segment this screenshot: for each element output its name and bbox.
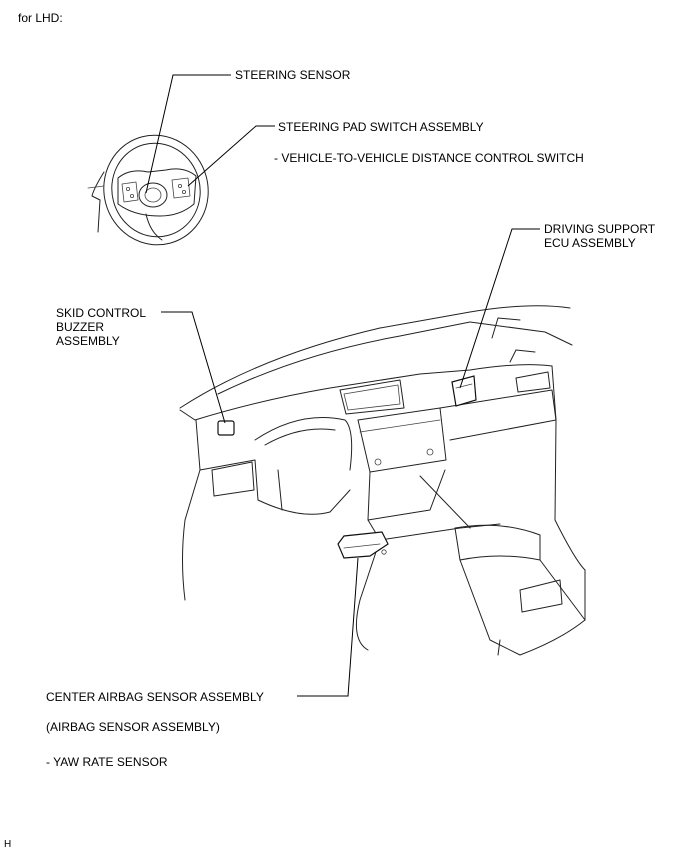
center-airbag-label: CENTER AIRBAG SENSOR ASSEMBLY <box>46 690 264 704</box>
region-note: for LHD: <box>18 11 63 25</box>
steering-wheel-drawing <box>87 134 209 246</box>
airbag-sensor-label: (AIRBAG SENSOR ASSEMBLY) <box>46 720 220 734</box>
driving-support-ecu-part <box>451 375 477 407</box>
skid-control-buzzer-part <box>217 420 235 436</box>
dashboard-drawing <box>179 305 586 656</box>
yaw-rate-label: - YAW RATE SENSOR <box>46 755 168 769</box>
corner-mark: H <box>4 839 12 850</box>
steering-sensor-label: STEERING SENSOR <box>235 68 351 82</box>
skid-control-label-line3: ASSEMBLY <box>56 334 120 348</box>
skid-control-label-line2: BUZZER <box>56 320 104 334</box>
steering-sensor-leader <box>145 74 231 194</box>
driving-support-ecu-leader <box>459 228 540 389</box>
driving-support-label-line2: ECU ASSEMBLY <box>544 236 636 250</box>
distance-control-switch-label: - VEHICLE-TO-VEHICLE DISTANCE CONTROL SW… <box>274 151 584 165</box>
skid-control-buzzer-leader <box>161 311 226 424</box>
steering-pad-switch-label: STEERING PAD SWITCH ASSEMBLY <box>278 120 484 134</box>
skid-control-label-line1: SKID CONTROL <box>56 306 147 320</box>
driving-support-label-line1: DRIVING SUPPORT <box>544 222 656 236</box>
steering-pad-switch-leader <box>187 125 275 187</box>
center-airbag-leader <box>297 557 359 697</box>
center-airbag-sensor-part <box>337 531 389 559</box>
